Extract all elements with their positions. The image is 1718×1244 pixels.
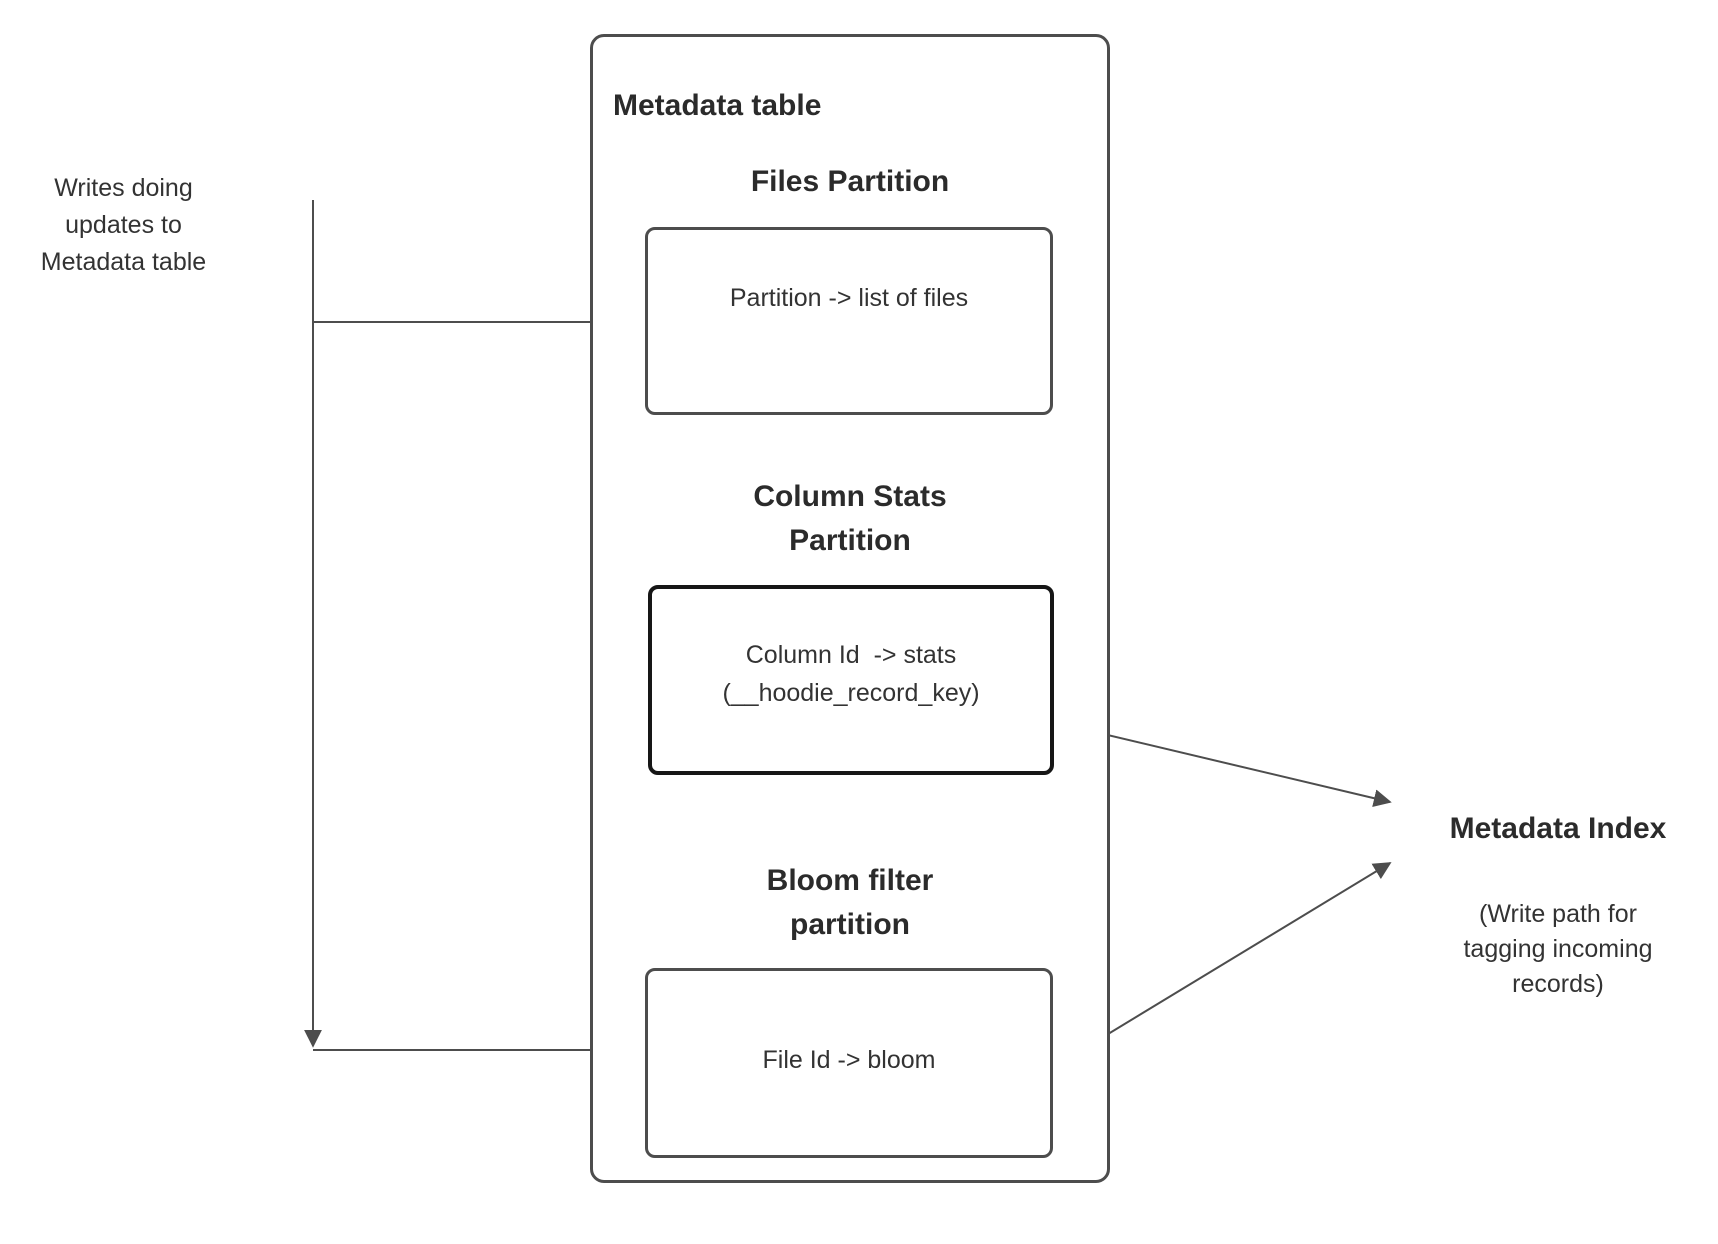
metadata-index-title: Metadata Index: [1449, 812, 1667, 845]
metadata-index-subtitle: (Write path for tagging incoming records…: [1463, 900, 1653, 998]
bloom-filter-partition-box-text: File Id -> bloom: [762, 1046, 936, 1074]
files-partition-heading: Files Partition: [750, 165, 950, 198]
metadata-table-title: Metadata table: [613, 89, 822, 122]
bloom-filter-partition-box: File Id -> bloom: [645, 968, 1053, 1158]
bloom-filter-partition-heading: Bloom filter partition: [766, 864, 934, 941]
files-partition-box-text: Partition -> list of files: [729, 284, 969, 312]
writes-note: Writes doing updates to Metadata table: [40, 174, 207, 276]
column-stats-partition-box-text: Column Id -> stats (__hoodie_record_key): [722, 641, 980, 707]
bloom-to-index-arrow: [1056, 862, 1392, 1066]
files-partition-box: Partition -> list of files: [645, 227, 1053, 415]
metadata-table-box: Metadata table Files Partition Partition…: [590, 34, 1110, 1183]
column-stats-partition-heading: Column Stats Partition: [753, 480, 947, 557]
column-stats-partition-box: Column Id -> stats (__hoodie_record_key): [648, 585, 1054, 775]
column-stats-to-index-arrow: [1056, 722, 1392, 808]
